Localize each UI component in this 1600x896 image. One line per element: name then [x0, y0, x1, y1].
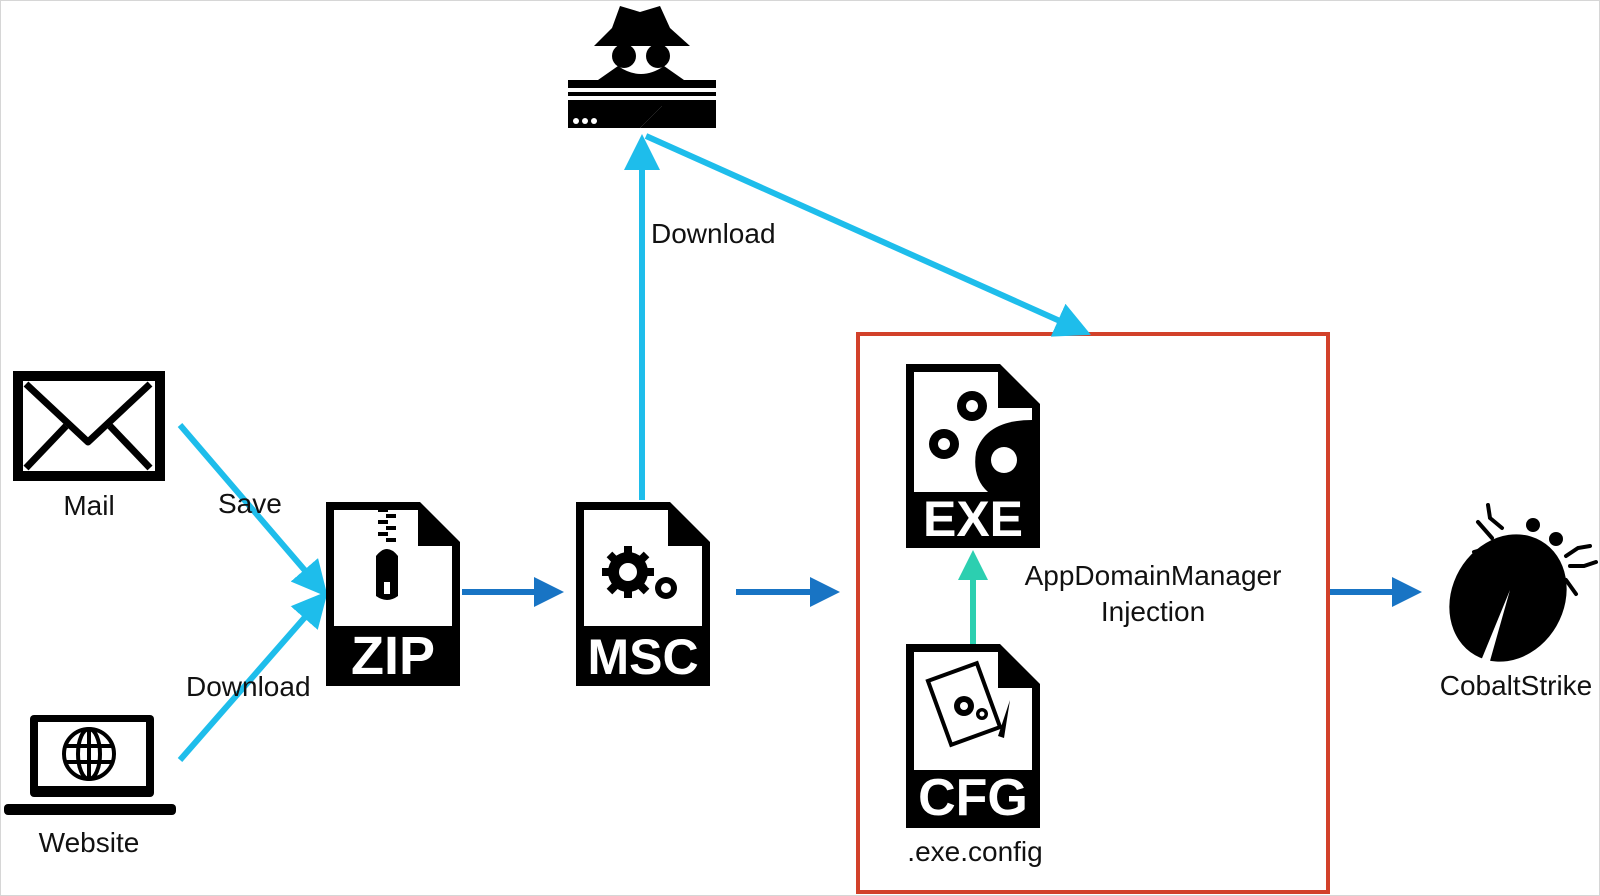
hacker-server-icon	[568, 6, 716, 128]
cfg-file-icon: CFG	[906, 644, 1040, 828]
edge-label-download-c2: Download	[651, 218, 776, 249]
small-gear-icon	[655, 577, 677, 599]
gear-icon	[602, 546, 654, 598]
edge-mail-to-zip	[177, 423, 328, 598]
website-label: Website	[38, 827, 140, 858]
edge-website-to-zip	[177, 590, 328, 762]
msc-file-icon: MSC	[576, 502, 710, 686]
laptop-globe-icon	[4, 715, 176, 815]
edge-label-save: Save	[218, 488, 282, 519]
exe-file-icon: EXE	[906, 364, 1040, 548]
zip-label: ZIP	[351, 626, 435, 686]
cfg-caption: .exe.config	[907, 836, 1043, 867]
exe-label: EXE	[923, 491, 1023, 547]
group-label-line1: AppDomainManager	[1024, 560, 1282, 591]
injection-group-box	[856, 332, 1330, 894]
cobaltstrike-label: CobaltStrike	[1439, 670, 1593, 701]
msc-label: MSC	[587, 629, 698, 685]
edge-attacker-to-group	[644, 133, 1091, 337]
zip-file-icon: ZIP	[326, 502, 460, 686]
cfg-label: CFG	[918, 769, 1028, 827]
envelope-icon	[13, 371, 165, 481]
group-label-line2: Injection	[1100, 596, 1206, 627]
bug-icon	[1449, 503, 1598, 668]
edge-label-download-website: Download	[186, 671, 311, 702]
mail-label: Mail	[63, 490, 115, 521]
